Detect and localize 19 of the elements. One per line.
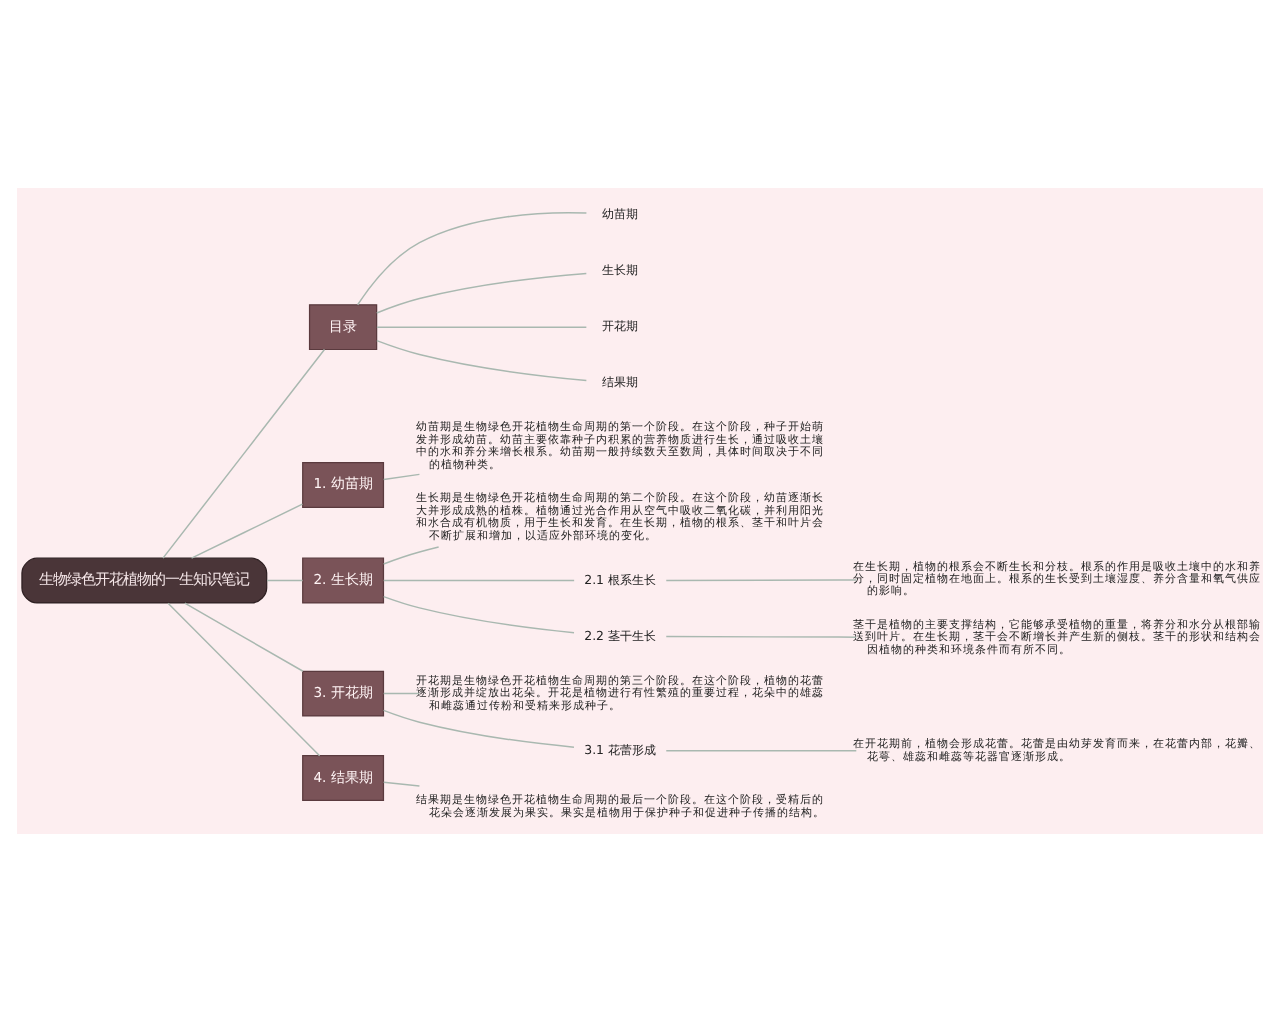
connector <box>665 749 858 751</box>
connector <box>382 594 575 633</box>
connector <box>382 472 421 480</box>
connector <box>665 634 858 637</box>
connector <box>356 211 588 305</box>
connector <box>266 578 304 581</box>
connector <box>382 691 421 694</box>
connector <box>190 502 304 558</box>
connector <box>184 601 304 671</box>
connector <box>665 578 858 581</box>
connector <box>162 347 326 558</box>
connector <box>382 545 440 564</box>
connector <box>382 578 575 581</box>
connector <box>376 325 588 327</box>
connector <box>382 780 421 786</box>
connector <box>376 271 588 313</box>
connector <box>382 708 575 747</box>
connector <box>376 338 588 381</box>
connector <box>167 601 321 756</box>
